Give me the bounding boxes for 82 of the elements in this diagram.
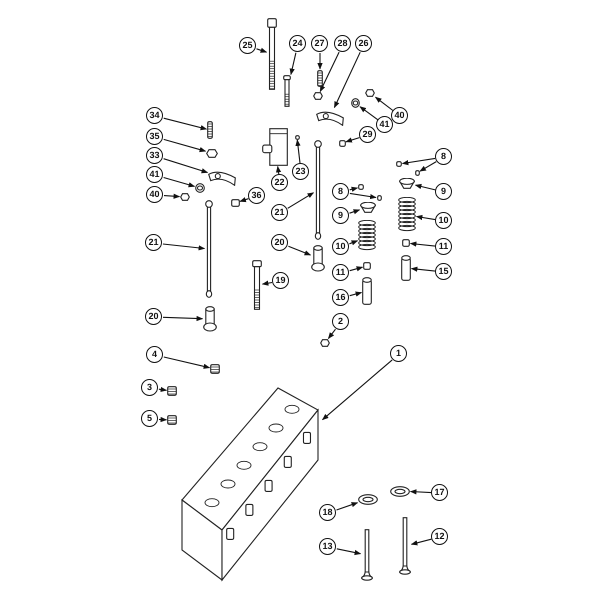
callout-number: 12 [431, 528, 448, 545]
leader-line [162, 316, 204, 322]
leader-line [410, 538, 432, 546]
leader-line [295, 139, 301, 164]
leader-line [414, 184, 436, 190]
leader-line [402, 158, 436, 166]
callout-number: 16 [332, 289, 349, 306]
callout-number: 8 [435, 148, 452, 165]
leader-line [336, 548, 362, 556]
callout-number: 25 [239, 37, 256, 54]
callout-number: 27 [311, 35, 328, 52]
callout-number: 35 [146, 128, 163, 145]
leader-line [288, 246, 312, 256]
callout-number: 33 [146, 147, 163, 164]
leader-line [374, 96, 394, 111]
leader-line [317, 53, 323, 70]
callout-number: 28 [334, 35, 351, 52]
callout-number: 34 [146, 107, 163, 124]
callout-number: 36 [248, 187, 265, 204]
leader-line [410, 489, 432, 494]
leader-line [164, 356, 210, 369]
callout-number: 8 [332, 183, 349, 200]
callout-number: 20 [271, 234, 288, 251]
leader-line [290, 52, 296, 76]
callout-number: 15 [435, 263, 452, 280]
leader-line [164, 138, 206, 152]
callout-number: 11 [435, 238, 452, 255]
leader-line [320, 52, 340, 92]
callout-number: 21 [145, 234, 162, 251]
leader-line [158, 416, 168, 422]
leader-line [350, 186, 358, 192]
leader-line [350, 292, 362, 297]
leader-line [419, 161, 437, 172]
callout-number: 24 [289, 35, 306, 52]
callout-number: 23 [292, 163, 309, 180]
leader-line [350, 192, 377, 200]
leader-line [345, 137, 360, 143]
leader-line [158, 386, 168, 392]
callout-number: 9 [435, 183, 452, 200]
leader-line [164, 194, 180, 199]
callout-number: 13 [319, 538, 336, 555]
leader-line [350, 266, 364, 272]
callout-number: 29 [359, 126, 376, 143]
leader-line [410, 242, 436, 247]
leader-line [164, 118, 208, 130]
leader-line [410, 266, 436, 272]
callout-number: 18 [319, 504, 336, 521]
leader-line [256, 48, 268, 53]
leader-line [336, 502, 358, 511]
callout-number: 40 [146, 186, 163, 203]
callout-number: 10 [435, 212, 452, 229]
leader-line [328, 328, 336, 340]
leader-line [162, 243, 206, 250]
leader-line [262, 280, 272, 286]
callout-number: 41 [146, 166, 163, 183]
leader-line [349, 209, 360, 214]
leader-line [287, 192, 314, 209]
callout-number: 5 [141, 410, 158, 427]
callout-number: 20 [145, 308, 162, 325]
callout-number: 11 [332, 264, 349, 281]
callout-number: 19 [272, 272, 289, 289]
callout-number: 41 [376, 116, 393, 133]
leader-line [239, 197, 249, 202]
callout-number: 21 [271, 204, 288, 221]
callout-number: 1 [390, 345, 407, 362]
leader-line [163, 158, 208, 174]
callout-number: 4 [146, 346, 163, 363]
leader-line [416, 214, 436, 220]
leader-line [334, 52, 361, 108]
leader-line [349, 240, 358, 246]
callout-number: 10 [332, 238, 349, 255]
leader-line [322, 359, 393, 420]
callout-number: 17 [431, 484, 448, 501]
callout-number: 26 [355, 35, 372, 52]
callout-number: 22 [271, 174, 288, 191]
callout-number: 40 [391, 107, 408, 124]
leader-line [163, 176, 196, 188]
callout-number: 9 [332, 207, 349, 224]
callout-number: 3 [141, 379, 158, 396]
callout-number: 2 [332, 313, 349, 330]
leader-line [359, 106, 378, 120]
leader-line [276, 166, 282, 174]
